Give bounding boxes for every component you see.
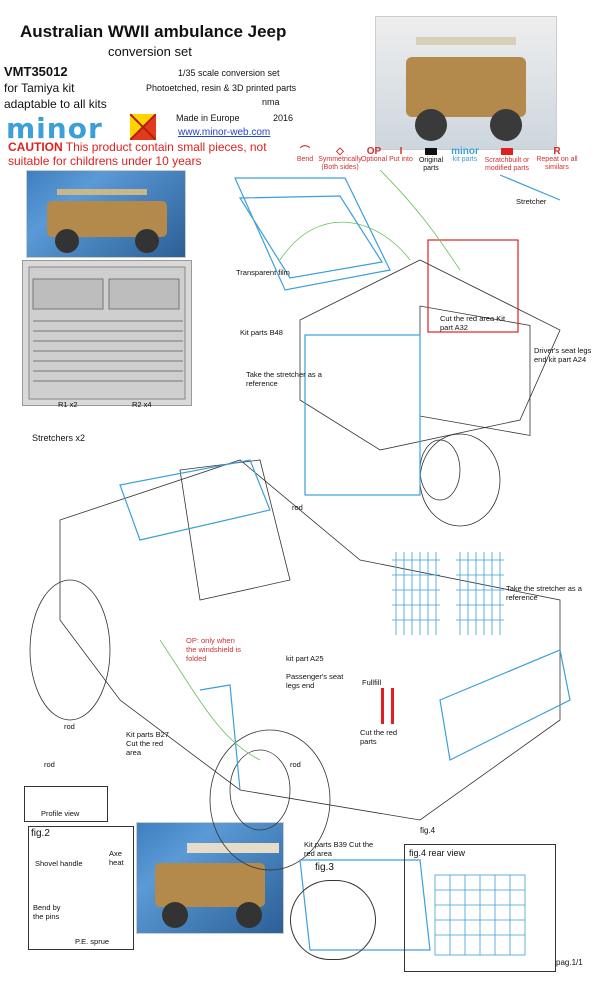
take-reference-2-label: Take the stretcher as a reference bbox=[506, 584, 582, 602]
jeep-photo-left bbox=[26, 170, 186, 258]
jeep-photo-bottom bbox=[136, 822, 284, 934]
stretchers-label: Stretchers x2 bbox=[32, 433, 86, 443]
legend-symmetrically: ◇ Symmetrically (Both sides) bbox=[318, 146, 362, 172]
photoetch-sheet-image bbox=[22, 260, 192, 406]
profile-view-label: Profile view bbox=[41, 809, 80, 818]
fig2-box: fig.2 Shovel handle Axe heat Bend by the… bbox=[28, 826, 134, 950]
kit-b48-label: Kit parts B48 bbox=[240, 328, 283, 337]
scale-text: 1/35 scale conversion set bbox=[178, 68, 280, 78]
fig3-label: fig.3 bbox=[315, 862, 334, 873]
logo-flag-icon bbox=[129, 113, 157, 141]
kit-b39-label: Kit parts B39 Cut the red area bbox=[304, 840, 374, 858]
legend-original: Original parts bbox=[414, 148, 448, 173]
cut-red-parts-label: Cut the red parts bbox=[360, 728, 398, 746]
driver-seat-label: Driver's seat legs end kit part A24 bbox=[534, 346, 592, 364]
legend-scratchbuilt: Scratchbuilt or modified parts bbox=[484, 148, 530, 173]
bend-pins-label: Bend by the pins bbox=[33, 903, 61, 921]
cut-a32-label: Cut the red area Kit part A32 bbox=[440, 314, 506, 332]
pe-sprue-label: P.E. sprue bbox=[75, 937, 110, 946]
bend-icon: ⌒ bbox=[300, 146, 310, 157]
adaptable-text: adaptable to all kits bbox=[4, 97, 107, 111]
website-link[interactable]: www.minor-web.com bbox=[178, 127, 271, 138]
fig4-label: fig.4 bbox=[420, 826, 436, 835]
op-note-label: OP: only when the windshield is folded bbox=[186, 636, 242, 663]
minor-logo: minor bbox=[6, 112, 103, 145]
axe-label: Axe heat bbox=[109, 849, 124, 867]
rod-label: rod bbox=[292, 503, 303, 512]
rod-label-4: rod bbox=[290, 760, 301, 769]
stretcher-label: Stretcher bbox=[516, 197, 547, 206]
for-kit-text: for Tamiya kit bbox=[4, 81, 75, 95]
caution-notice: CAUTION This product contain small piece… bbox=[8, 140, 308, 168]
author-text: nma bbox=[262, 97, 280, 107]
legend-minor: minor kit parts bbox=[451, 146, 479, 164]
r2-label: R2 x4 bbox=[132, 400, 152, 409]
black-swatch-icon bbox=[425, 148, 437, 155]
product-code: VMT35012 bbox=[4, 64, 68, 79]
legend-optional: OP Optional bbox=[360, 146, 388, 164]
profile-view-box: Profile view bbox=[24, 786, 108, 822]
year-text: 2016 bbox=[273, 113, 294, 123]
fig2-label: fig.2 bbox=[31, 828, 50, 839]
rod-label-3: rod bbox=[44, 760, 55, 769]
caution-text: This product contain small pieces, not s… bbox=[8, 140, 267, 168]
transparent-film-label: Transparent film bbox=[236, 268, 290, 277]
page-title: Australian WWII ambulance Jeep bbox=[20, 22, 287, 41]
rod-label-2: rod bbox=[64, 722, 75, 731]
fullfill-label: Fullfill bbox=[362, 678, 382, 687]
page-number: pag.1/1 bbox=[556, 958, 583, 967]
caution-label: CAUTION bbox=[8, 140, 63, 154]
fig3-box: fig.3 bbox=[290, 863, 376, 960]
made-in-text: Made in Europe bbox=[176, 113, 240, 123]
fig4-rear-label: fig.4 rear view bbox=[409, 848, 466, 858]
take-reference-label: Take the stretcher as a reference bbox=[246, 370, 322, 388]
fig4-rear-view-box: fig.4 rear view bbox=[404, 844, 556, 972]
kit-b27-label: Kit parts B27 Cut the red area bbox=[126, 730, 169, 757]
r1-label: R1 x2 bbox=[58, 400, 78, 409]
legend-bend: ⌒ Bend bbox=[292, 146, 318, 164]
page-subtitle: conversion set bbox=[108, 44, 192, 59]
shovel-label: Shovel handle bbox=[35, 859, 83, 868]
parts-text: Photoetched, resin & 3D printed parts bbox=[146, 83, 297, 93]
diamond-icon: ◇ bbox=[336, 146, 344, 157]
red-swatch-icon bbox=[501, 148, 513, 155]
jeep-photo-top bbox=[375, 16, 557, 150]
legend-repeat: R Repeat on all similars bbox=[536, 146, 578, 172]
kit-a25-label: kit part A25 bbox=[286, 654, 324, 663]
grid-18 bbox=[392, 552, 440, 635]
legend-put-into: I Put into bbox=[389, 146, 413, 164]
passenger-seat-label: Passenger's seat legs end bbox=[286, 672, 344, 690]
